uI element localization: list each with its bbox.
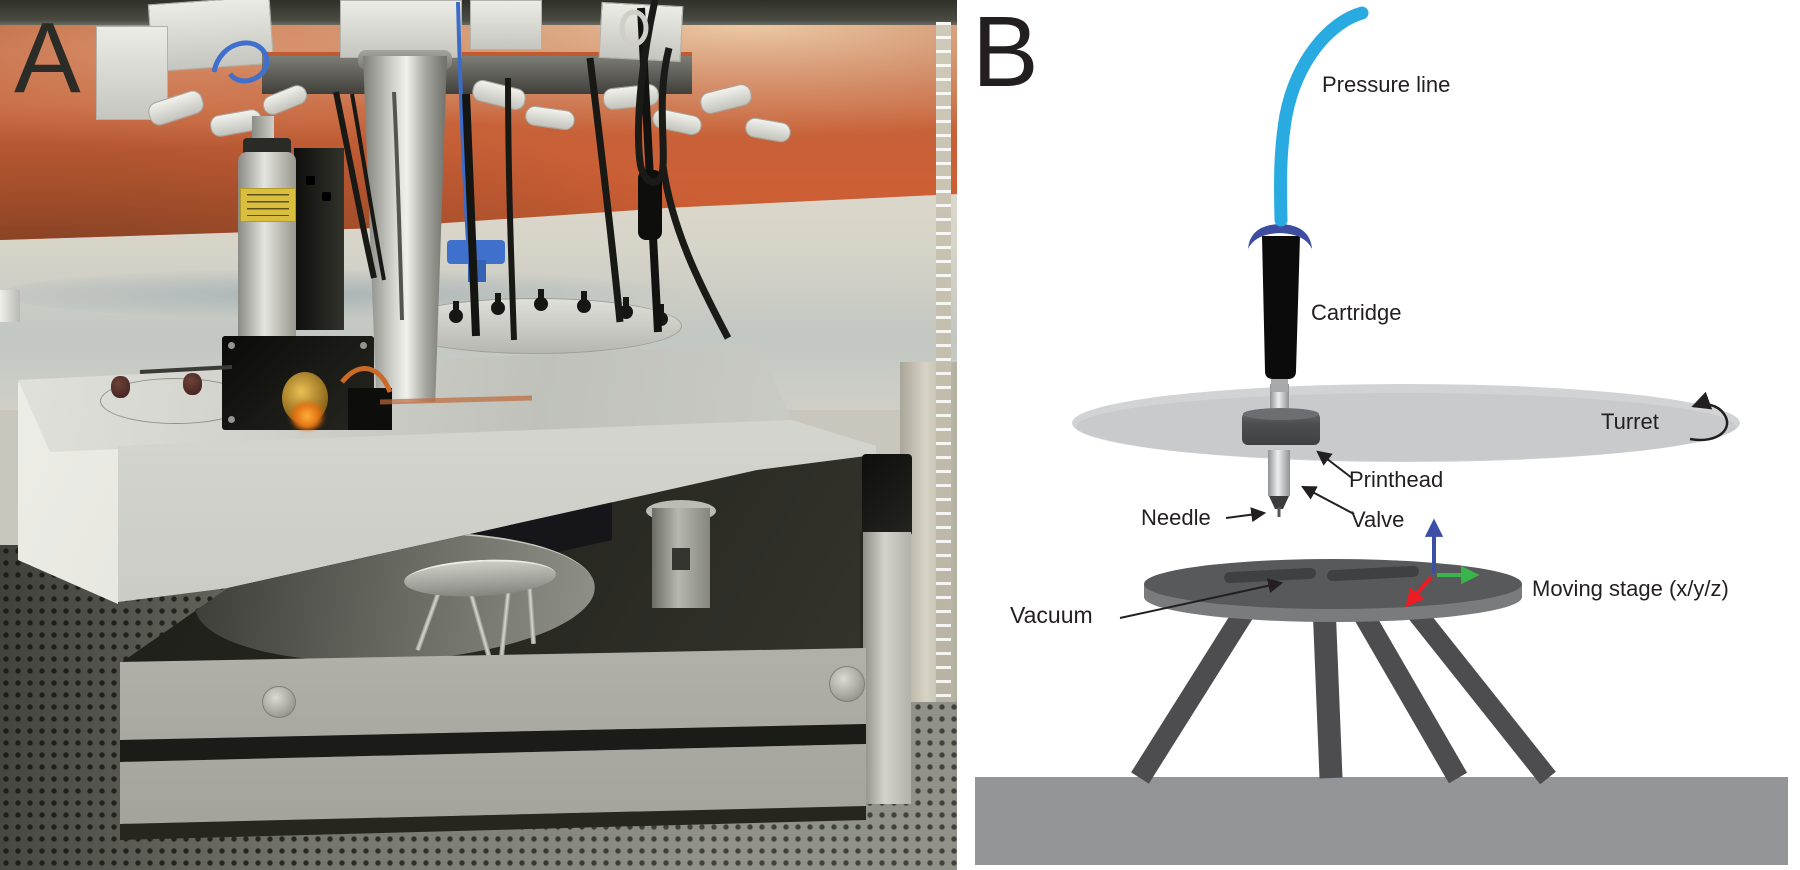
stage-slot bbox=[1327, 565, 1419, 582]
block-screw bbox=[360, 342, 367, 349]
cartridge-luer bbox=[1271, 379, 1288, 392]
panel-b-letter: B bbox=[972, 0, 1039, 108]
orange-glow bbox=[289, 402, 325, 430]
stage-leg bbox=[1345, 594, 1468, 784]
turret-rotation-arrow bbox=[1689, 391, 1729, 442]
x-axis-arrow bbox=[1405, 575, 1433, 608]
moving-stage-label: Moving stage (x/y/z) bbox=[1532, 576, 1729, 601]
diagram-svg bbox=[975, 6, 1788, 865]
turret-plate-knob bbox=[491, 293, 505, 315]
cable bbox=[350, 93, 386, 281]
block-screw bbox=[228, 342, 235, 349]
stage-leg bbox=[1131, 594, 1261, 784]
printhead-arrow bbox=[1316, 450, 1353, 479]
metal-clip bbox=[619, 9, 649, 47]
stage-top bbox=[1144, 559, 1522, 609]
vacuum-label: Vacuum bbox=[1010, 602, 1093, 628]
optical-sub-block bbox=[348, 388, 392, 430]
rail-hole-left bbox=[262, 686, 296, 718]
actuator-hole bbox=[306, 176, 315, 185]
vacuum-arrow bbox=[1119, 578, 1284, 619]
stage-leg bbox=[1312, 603, 1343, 779]
cartridge-label: Cartridge bbox=[1311, 300, 1402, 325]
head-mount-block bbox=[470, 0, 542, 50]
warning-label bbox=[240, 188, 296, 222]
plate-knob bbox=[183, 373, 202, 395]
needle-label: Needle bbox=[1141, 505, 1211, 530]
cable bbox=[505, 77, 517, 341]
looped-cable bbox=[635, 0, 673, 186]
panel-a-photo: A bbox=[0, 0, 957, 870]
door-hinge-block bbox=[862, 454, 912, 536]
orange-reflection bbox=[379, 395, 533, 405]
pressure-line-label: Pressure line bbox=[1322, 72, 1451, 97]
cable bbox=[333, 91, 377, 279]
valve-label: Valve bbox=[1351, 507, 1405, 532]
needle-arrow bbox=[1225, 507, 1267, 523]
left-edge-fitting bbox=[0, 290, 20, 322]
left-dispense-cylinder bbox=[238, 152, 296, 354]
door-frame-strip bbox=[860, 532, 911, 804]
cartridge-cap bbox=[1248, 224, 1312, 249]
thin-rod bbox=[139, 365, 233, 374]
valve-body bbox=[1268, 450, 1290, 496]
turret-plate-knob bbox=[449, 301, 463, 323]
turret-plate-knob bbox=[534, 289, 548, 311]
blue-tube bbox=[456, 1, 470, 243]
cable bbox=[586, 57, 624, 323]
head-mount-block bbox=[340, 0, 462, 58]
valve-arrow bbox=[1301, 485, 1355, 515]
cable-connector bbox=[638, 170, 662, 240]
machine-lower-rail-upper bbox=[120, 648, 866, 740]
cable bbox=[462, 93, 480, 337]
central-dispense-cylinder bbox=[363, 56, 447, 402]
guide-rod bbox=[392, 91, 404, 321]
rail-hole-right bbox=[829, 666, 865, 702]
needle-hub bbox=[1269, 496, 1289, 509]
looped-cable bbox=[659, 165, 732, 340]
turret-disc-shade bbox=[1076, 393, 1736, 461]
turret-label: Turret bbox=[1601, 409, 1659, 434]
base-block bbox=[975, 777, 1788, 865]
turret-plate-knob bbox=[577, 291, 591, 313]
plate-knob bbox=[111, 376, 130, 398]
stage-leg bbox=[1392, 585, 1556, 785]
stage-slot bbox=[1224, 567, 1316, 584]
blue-wire-coil bbox=[211, 40, 270, 84]
turret-disc bbox=[1072, 384, 1740, 462]
cable-overlay bbox=[139, 0, 732, 405]
pressure-line-tube bbox=[1274, 6, 1369, 227]
panel-a-letter: A bbox=[14, 2, 81, 114]
left-cylinder-connector bbox=[252, 116, 274, 142]
printhead-top bbox=[1243, 408, 1319, 420]
inner-cylinder-connector bbox=[672, 548, 690, 570]
block-screw bbox=[228, 416, 235, 423]
printhead-label: Printhead bbox=[1349, 467, 1444, 492]
printhead-block bbox=[1242, 412, 1320, 445]
panel-b-diagram bbox=[957, 0, 1800, 870]
actuator-hole bbox=[322, 192, 331, 201]
photo-frame-edge-highlight bbox=[936, 22, 951, 702]
orange-wire bbox=[340, 366, 393, 393]
cartridge-body bbox=[1262, 236, 1300, 379]
needle-tip bbox=[1277, 507, 1281, 517]
black-actuator-block bbox=[294, 148, 344, 330]
